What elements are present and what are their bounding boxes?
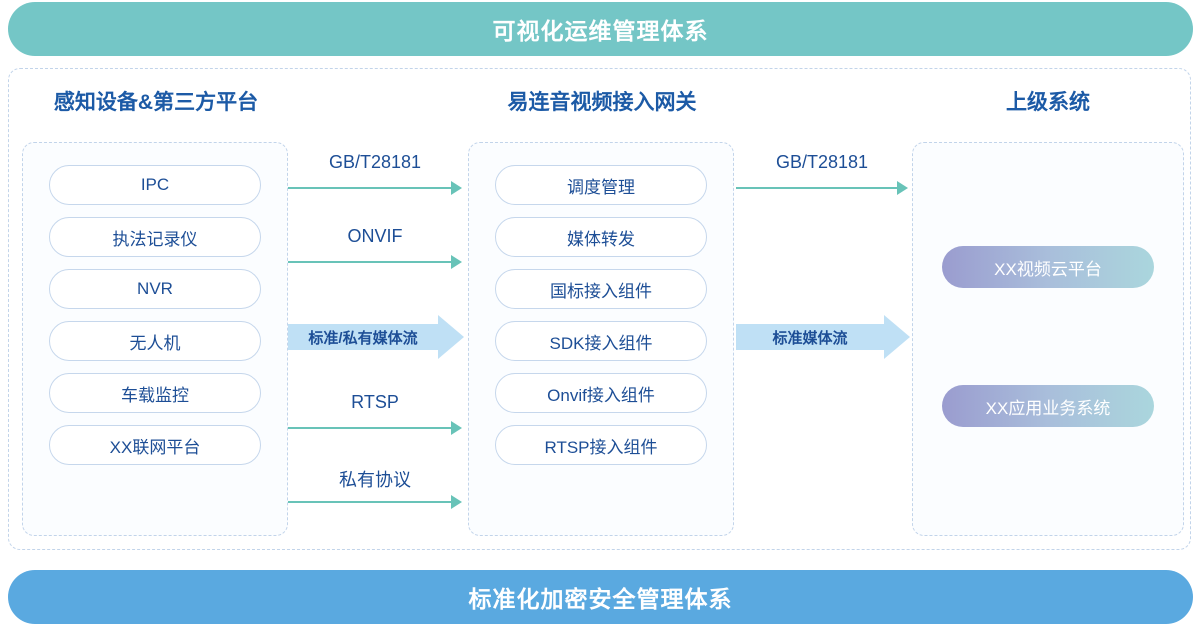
arrow-shaft xyxy=(288,187,453,189)
upper-system-pill-business-system[interactable]: XX应用业务系统 xyxy=(942,385,1154,427)
column-title-middle: 易连音视频接入网关 xyxy=(507,91,697,114)
arrow-head-icon xyxy=(451,181,462,195)
connector-arrow-gbt28181-right xyxy=(736,178,908,198)
gateway-pill-onvif-access-component[interactable]: Onvif接入组件 xyxy=(495,373,707,413)
connector-label-standard-media-stream: 标准媒体流 xyxy=(772,329,848,347)
upper-system-pill-video-cloud[interactable]: XX视频云平台 xyxy=(942,246,1154,288)
connector-arrow-onvif xyxy=(288,252,462,272)
column-title-left: 感知设备&第三方平台 xyxy=(53,91,259,114)
arrow-shaft xyxy=(288,261,453,263)
left-column-box: IPC 执法记录仪 NVR 无人机 车载监控 XX联网平台 xyxy=(22,142,288,536)
middle-column-box: 调度管理 媒体转发 国标接入组件 SDK接入组件 Onvif接入组件 RTSP接… xyxy=(468,142,734,536)
arrow-head-icon xyxy=(451,495,462,509)
block-arrow-body xyxy=(736,324,884,350)
connector-arrow-private-protocol xyxy=(288,492,462,512)
gateway-pill-rtsp-access-component[interactable]: RTSP接入组件 xyxy=(495,425,707,465)
connector-arrow-rtsp xyxy=(288,418,462,438)
device-pill-drone[interactable]: 无人机 xyxy=(49,321,261,361)
right-column-box xyxy=(912,142,1184,536)
arrow-shaft xyxy=(736,187,899,189)
bottom-banner-label: 标准化加密安全管理体系 xyxy=(468,586,733,612)
arrow-head-icon xyxy=(897,181,908,195)
gateway-pill-media-forwarding[interactable]: 媒体转发 xyxy=(495,217,707,257)
arrow-head-icon xyxy=(451,421,462,435)
arrow-shaft xyxy=(288,501,453,503)
connector-label-standard-private-media-stream: 标准/私有媒体流 xyxy=(308,329,418,347)
connector-block-arrow-standard-media-stream: 标准媒体流 xyxy=(736,315,910,359)
connector-label-rtsp: RTSP xyxy=(351,392,399,412)
device-pill-xx-network-platform[interactable]: XX联网平台 xyxy=(49,425,261,465)
outer-dashed-frame xyxy=(8,68,1191,550)
arrow-head-icon xyxy=(451,255,462,269)
connector-label-onvif: ONVIF xyxy=(347,226,403,246)
connector-label-gbt28181-right: GB/T28181 xyxy=(775,152,869,172)
top-banner: 可视化运维管理体系 xyxy=(8,2,1193,56)
block-arrow-body xyxy=(288,324,438,350)
block-arrow-head-icon xyxy=(438,315,464,359)
connector-block-arrow-standard-private-media-stream: 标准/私有媒体流 xyxy=(288,315,464,359)
connector-label-gbt28181-left: GB/T28181 xyxy=(328,152,422,172)
device-pill-law-recorder[interactable]: 执法记录仪 xyxy=(49,217,261,257)
device-pill-vehicle-monitor[interactable]: 车载监控 xyxy=(49,373,261,413)
arrow-shaft xyxy=(288,427,453,429)
connector-arrow-gbt28181-left xyxy=(288,178,462,198)
gateway-pill-dispatch-management[interactable]: 调度管理 xyxy=(495,165,707,205)
gateway-pill-gb-access-component[interactable]: 国标接入组件 xyxy=(495,269,707,309)
column-title-right: 上级系统 xyxy=(1006,91,1090,114)
block-arrow-head-icon xyxy=(884,315,910,359)
connector-label-private-protocol: 私有协议 xyxy=(339,470,411,490)
gateway-pill-sdk-access-component[interactable]: SDK接入组件 xyxy=(495,321,707,361)
top-banner-label: 可视化运维管理体系 xyxy=(492,18,709,44)
device-pill-ipc[interactable]: IPC xyxy=(49,165,261,205)
device-pill-nvr[interactable]: NVR xyxy=(49,269,261,309)
bottom-banner: 标准化加密安全管理体系 xyxy=(8,570,1193,624)
